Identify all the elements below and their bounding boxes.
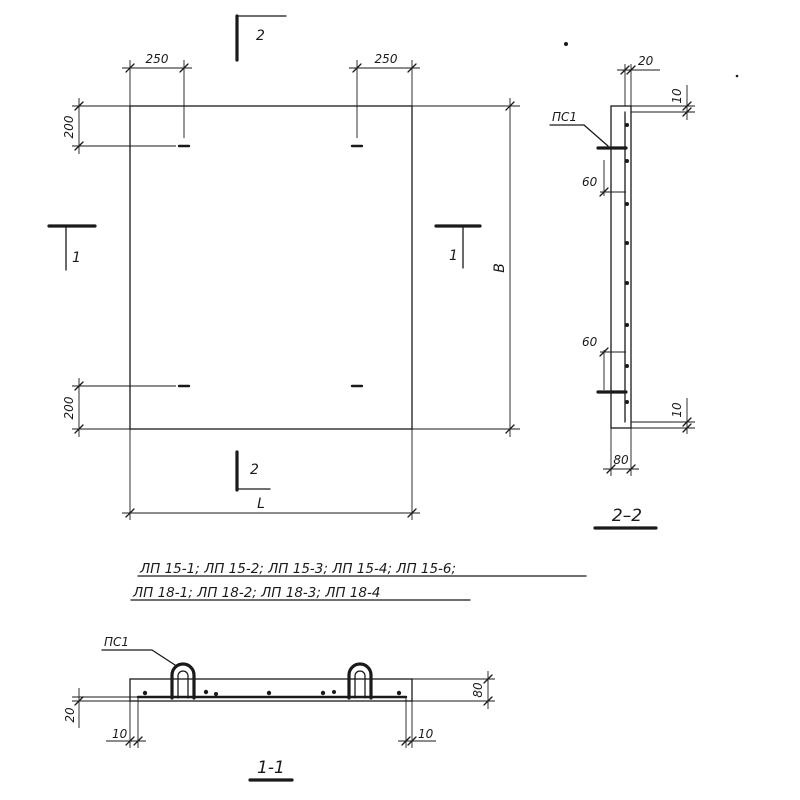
profile-right-height-text: 80 — [471, 682, 485, 698]
profile-left-cover-text: 20 — [63, 707, 77, 723]
scan-speck — [564, 42, 568, 46]
designation-line-1: ЛП 15-1; ЛП 15-2; ЛП 15-3; ЛП 15-4; ЛП 1… — [139, 561, 456, 577]
dim-top-left: 250 — [122, 52, 192, 138]
section-bottom-gap-text: 10 — [670, 402, 684, 418]
section-2-2-view: ПС1 20 10 10 60 60 — [549, 54, 695, 530]
section-marker-bottom-text: 2 — [250, 462, 259, 478]
plan-view: 250 250 200 200 — [47, 14, 520, 520]
loop-label-profile: ПС1 — [104, 635, 129, 649]
dim-text-top-left: 250 — [146, 52, 169, 66]
section-1-1-outline — [129, 678, 413, 702]
dim-text-left-top: 200 — [62, 115, 76, 138]
designation-line-2: ЛП 18-1; ЛП 18-2; ЛП 18-3; ЛП 18-4 — [132, 585, 380, 601]
designations-block: ЛП 15-1; ЛП 15-2; ЛП 15-3; ЛП 15-4; ЛП 1… — [130, 561, 587, 601]
dim-text-length: L — [257, 496, 265, 512]
dim-text-left-bottom: 200 — [62, 396, 76, 419]
section-2-2-outline — [610, 105, 632, 429]
section-marker-bottom: 2 — [235, 450, 271, 492]
section-1-1-title: 1-1 — [257, 758, 285, 778]
section-1-1-view: ПС1 20 80 10 10 1-1 — [63, 635, 495, 782]
slab-outline — [129, 105, 413, 430]
section-marker-left: 1 — [47, 224, 97, 271]
section-upper-insert-text: 60 — [582, 175, 598, 189]
section-marker-top: 2 — [235, 14, 287, 62]
dim-right-height: B — [412, 98, 520, 437]
section-top-cover-text: 20 — [638, 54, 654, 68]
section-thickness-bottom-text: 80 — [613, 453, 629, 467]
profile-left-gap-text: 10 — [112, 727, 128, 741]
dim-left-top: 200 — [62, 98, 176, 154]
section-lower-insert-text: 60 — [582, 335, 598, 349]
dim-top-right: 250 — [349, 52, 420, 138]
section-2-2-title: 2–2 — [612, 506, 642, 526]
section-top-gap-text: 10 — [670, 88, 684, 104]
profile-right-gap-text: 10 — [418, 727, 434, 741]
scan-speck — [735, 74, 739, 78]
section-2-2-rebar-dots — [625, 123, 629, 404]
dim-left-bottom: 200 — [62, 378, 176, 437]
section-marker-right: 1 — [434, 224, 482, 269]
section-1-1-rebar-dots — [142, 689, 402, 696]
section-marker-top-text: 2 — [256, 28, 265, 44]
section-1-1-loop-right — [347, 662, 373, 700]
dim-text-top-right: 250 — [375, 52, 398, 66]
loop-label-section: ПС1 — [552, 110, 577, 124]
section-marker-left-text: 1 — [72, 250, 81, 266]
section-1-1-loop-left — [170, 662, 196, 700]
dim-text-height: B — [492, 263, 508, 273]
dim-bottom-length: L — [122, 429, 420, 520]
section-marker-right-text: 1 — [449, 248, 458, 264]
